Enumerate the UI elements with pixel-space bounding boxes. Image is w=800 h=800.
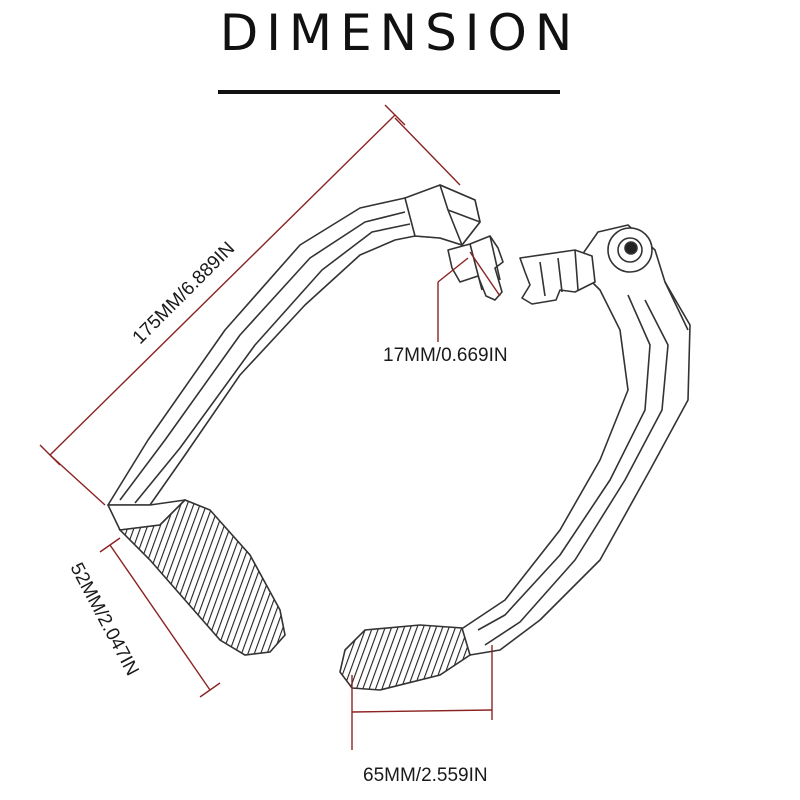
title-underline (218, 90, 560, 94)
grip-length-dimension-line (351, 709, 493, 713)
page-title: DIMENSION (219, 4, 581, 62)
left-lever-end-block (404, 184, 481, 246)
right-grip (339, 624, 471, 691)
length-dimension-line (49, 114, 396, 456)
left-lever (107, 184, 504, 531)
grip-length-dimension-label: 65MM/2.559IN (363, 765, 488, 786)
dimension-lines (39, 104, 501, 750)
grip-height-dimension-line (109, 544, 211, 691)
left-grip (118, 499, 286, 656)
right-lever-arm (459, 224, 691, 656)
right-lever (459, 224, 691, 656)
pivot-hole (624, 241, 638, 255)
grip-height-dimension-label: 52MM/2.047IN (66, 559, 143, 679)
length-dimension-label: 175MM/6.889IN (129, 238, 239, 348)
shaft-dimension-label: 17MM/0.669IN (383, 345, 508, 366)
